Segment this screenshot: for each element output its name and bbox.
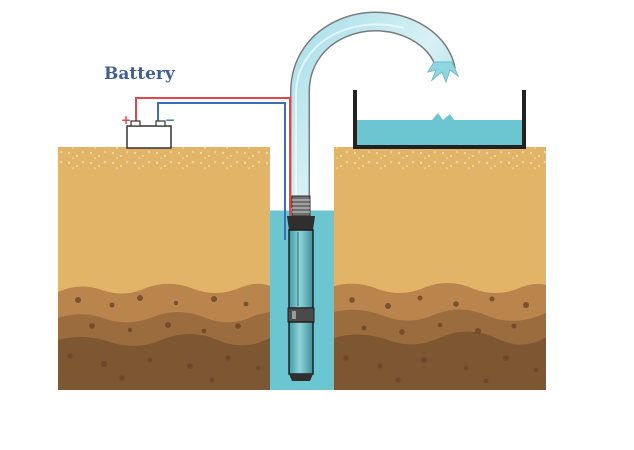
submersible-pump-icon (287, 195, 315, 381)
negative-terminal-label: − (165, 113, 175, 127)
negative-wire (157, 102, 286, 240)
battery-label: Battery (104, 64, 176, 84)
positive-terminal-label: + (121, 113, 131, 127)
water-tank-icon (353, 90, 526, 149)
left-ground (58, 147, 270, 390)
battery-icon (126, 120, 172, 149)
wires (135, 97, 291, 240)
right-ground (334, 147, 546, 390)
right-soil-pebbles (343, 295, 539, 384)
left-soil-pebbles (67, 295, 261, 383)
water-splash (426, 61, 460, 84)
positive-wire (135, 97, 291, 238)
discharge-pipe (290, 11, 460, 208)
